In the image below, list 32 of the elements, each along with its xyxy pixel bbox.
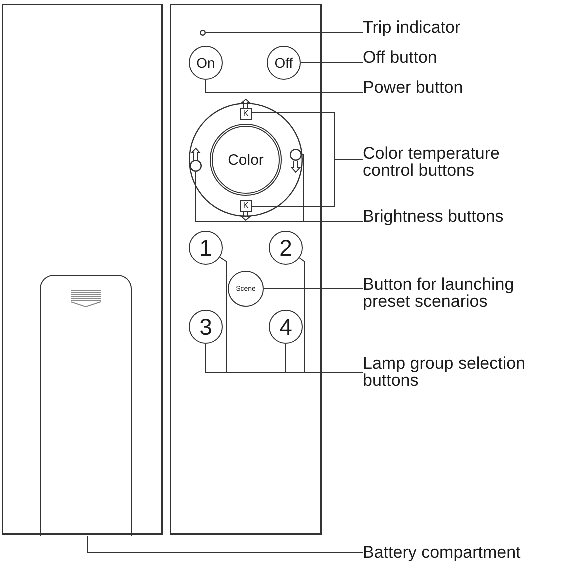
callout-label: Lamp group selection buttons (363, 355, 548, 389)
leader-line (252, 160, 364, 208)
callout-label: Button for launching preset scenarios (363, 276, 535, 310)
callout-label: Power button (363, 79, 568, 97)
battery-cover (40, 275, 132, 536)
off-button: Off (267, 46, 301, 80)
color-button: Color (210, 124, 282, 196)
indicator-light (200, 30, 206, 36)
bulb-button (190, 160, 202, 172)
k-key: K (240, 108, 252, 120)
front-panel (170, 4, 322, 535)
bulb-button (290, 149, 302, 161)
leader-line (264, 288, 364, 290)
leader-line (88, 536, 364, 554)
back-panel (2, 4, 163, 535)
leader-line (206, 80, 364, 94)
callout-label: Battery compartment (363, 544, 568, 562)
leader-line (302, 154, 364, 222)
callout-label: Trip indicator (363, 19, 568, 37)
leader-line (206, 32, 364, 34)
number-button: 3 (189, 310, 223, 344)
number-button: 4 (269, 310, 303, 344)
callout-label: Off button (363, 49, 568, 67)
number-button: 1 (189, 231, 223, 265)
number-button: 2 (269, 231, 303, 265)
leader-line (286, 344, 364, 374)
callout-label: Brightness buttons (363, 208, 568, 226)
on-button: On (189, 46, 223, 80)
callout-label: Color temperature control buttons (363, 145, 535, 179)
leader-line (300, 62, 364, 64)
control-ring (189, 103, 303, 217)
k-key: K (240, 200, 252, 212)
